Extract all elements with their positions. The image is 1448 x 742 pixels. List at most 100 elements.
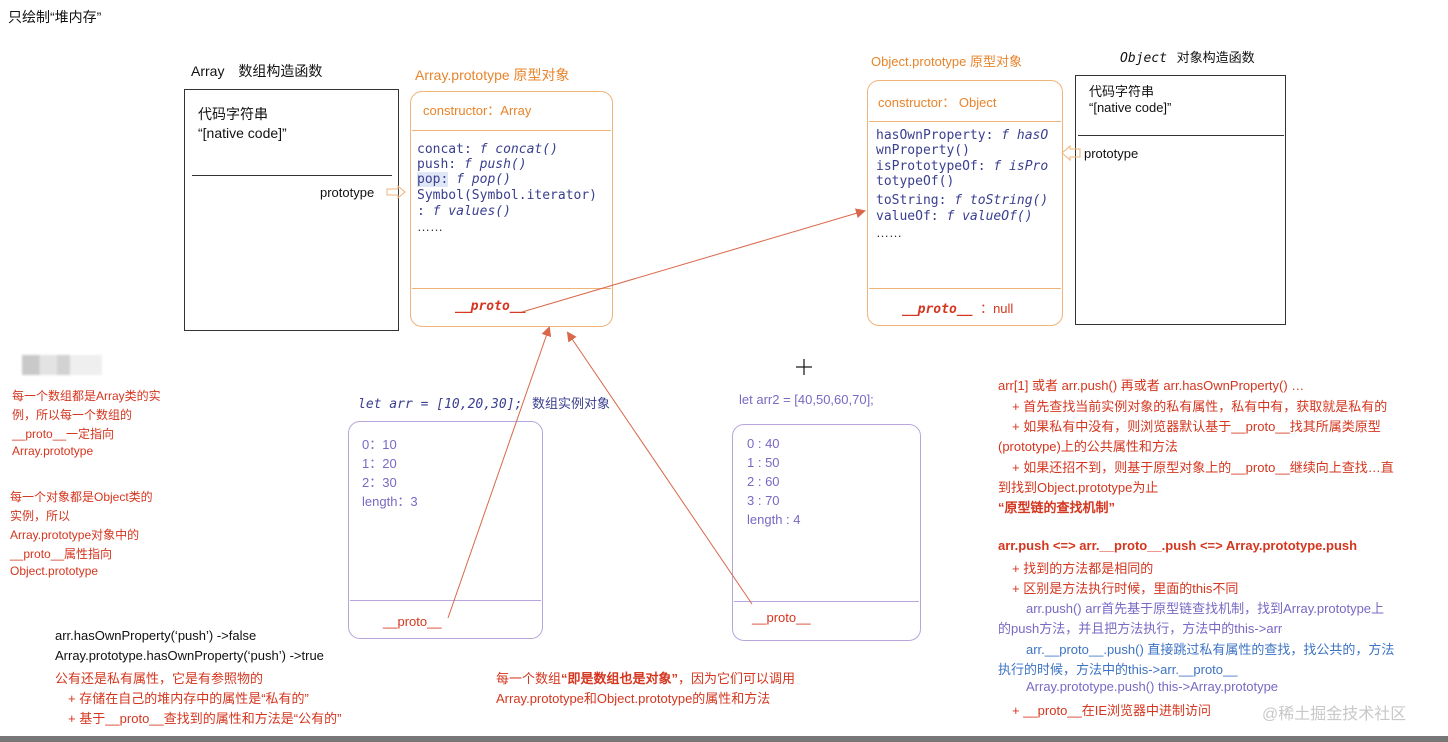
object-ctor-native-code: “[native code]” [1089, 100, 1172, 115]
arr1-entry-0: 0：10 [362, 437, 397, 452]
object-proto-method-valueof: valueOf: f valueOf() [876, 209, 1033, 225]
right-note-r12: 的push方法，并且把方法执行，方法中的this->arr [998, 621, 1283, 636]
object-proto-proto-row: __proto__ ：null [902, 298, 1013, 317]
array-proto-divider-top [412, 130, 611, 131]
object-proto-method-isproto: isPrototypeOf: f isPro [876, 159, 1048, 175]
right-note-r4: (prototype)上的公共属性和方法 [998, 439, 1178, 454]
object-proto-proto-value: ：null [980, 301, 1014, 316]
object-ctor-box [1075, 75, 1286, 325]
crosshair-cursor-icon [796, 359, 812, 375]
array-ctor-prototype-label: prototype [320, 185, 375, 200]
method-fn: f values() [424, 204, 511, 219]
right-note-r14: 执行的时候，方法中的this->arr.__proto__ [998, 662, 1238, 677]
method-fn: f isPro [985, 159, 1049, 174]
method-fn: f push() [456, 157, 527, 172]
object-proto-method-isproto-cont: totypeOf() [876, 174, 954, 190]
object-proto-ellipsis: …… [876, 225, 902, 240]
array-ctor-divider [192, 175, 392, 176]
right-note-r5: + 如果还招不到，则基于原型对象上的__proto__继续向上查找…直 [1012, 460, 1394, 475]
method-key: wnProperty() [876, 143, 970, 158]
arr2-box [732, 424, 921, 641]
right-note-r13: arr.__proto__.push() 直接跳过私有属性的查找，找公共的，方法 [1026, 642, 1395, 657]
left-note2-line5: Object.prototype [10, 564, 99, 578]
object-ctor-label-prefix: Object [1120, 51, 1167, 66]
arrow-arr1-to-array-proto [447, 326, 552, 619]
object-proto-proto-label: __proto__ [902, 302, 973, 317]
right-note-r9: + 找到的方法都是相同的 [1012, 561, 1154, 576]
right-note-r10: + 区别是方法执行时候，里面的this不同 [1012, 581, 1239, 596]
object-proto-title: Object.prototype 原型对象 [871, 54, 1022, 69]
arr1-decl-code: let arr = [10,20,30]; [358, 397, 523, 412]
method-key: : [417, 204, 425, 219]
page-title: 只绘制“堆内存” [8, 9, 102, 25]
method-key: concat: [417, 142, 472, 157]
right-note-r8: arr.push <=> arr.__proto__.push <=> Arra… [998, 538, 1358, 553]
right-note-r6: 到找到Object.prototype为止 [998, 480, 1159, 495]
method-key: totypeOf() [876, 174, 955, 189]
bottom-left-line4: + 存储在自己的堆内存中的属性是“私有的” [68, 691, 309, 706]
method-key: pop: [417, 172, 449, 187]
method-key: Symbol(Symbol.iterator) [417, 188, 598, 203]
bottom-left-line1: arr.hasOwnProperty(‘push’) ->false [55, 628, 257, 643]
method-fn: f concat() [471, 142, 558, 157]
method-key: valueOf: [876, 209, 939, 224]
method-fn: f hasO [993, 128, 1049, 143]
arr2-entry-2: 2 : 60 [747, 474, 780, 489]
bottom-center-post: ，因为它们可以调用 [678, 671, 796, 686]
object-ctor-prototype-label: prototype [1084, 146, 1139, 161]
arrow-arr2-to-array-proto [566, 331, 753, 605]
right-note-r7: “原型链的查找机制” [998, 500, 1116, 515]
arr2-declaration: let arr2 = [40,50,60,70]; [739, 392, 874, 407]
left-note1-line3: __proto__一定指向 [12, 427, 115, 441]
array-ctor-code-string: 代码字符串 [198, 106, 268, 122]
arr2-divider [734, 601, 919, 602]
arr1-proto-label: __proto__ [383, 614, 442, 629]
arr1-divider [350, 600, 541, 601]
object-proto-divider-bottom [869, 288, 1061, 289]
array-proto-title: Array.prototype 原型对象 [415, 67, 570, 83]
array-proto-ellipsis: …… [417, 219, 443, 234]
array-proto-method-symbol: Symbol(Symbol.iterator) [417, 188, 597, 204]
left-note1-line4: Array.prototype [12, 444, 94, 458]
left-note2-line2: 实例，所以 [10, 509, 71, 523]
bottom-left-line2: Array.prototype.hasOwnProperty(‘push’) -… [55, 648, 324, 663]
right-note-r16: + __proto__在IE浏览器中进制访问 [1012, 703, 1212, 718]
array-proto-method-push: push: f push() [417, 157, 527, 173]
arr2-entry-3: 3 : 70 [747, 493, 780, 508]
method-key: toString: [876, 193, 947, 208]
bottom-center-line1: 每一个数组“即是数组也是对象”，因为它们可以调用 [496, 668, 795, 687]
arr1-entry-1: 1：20 [362, 456, 397, 471]
left-note1-line1: 每一个数组都是Array类的实 [12, 389, 161, 403]
method-key: push: [417, 157, 457, 172]
arr1-entry-length: length：3 [362, 494, 418, 509]
method-key: isPrototypeOf: [876, 159, 986, 174]
object-proto-method-hasown-cont: wnProperty() [876, 143, 970, 159]
right-note-r2: + 首先查找当前实例对象的私有属性，私有中有，获取就是私有的 [1012, 399, 1388, 414]
array-ctor-label-suffix: 数组构造函数 [238, 63, 323, 79]
array-ctor-label-prefix: Array [191, 63, 225, 79]
blurred-avatar [22, 355, 102, 375]
arr2-entry-length: length : 4 [747, 512, 801, 527]
bottom-center-bold: “即是数组也是对象” [561, 671, 679, 686]
arr2-proto-label: __proto__ [752, 610, 811, 625]
right-note-r11: arr.push() arr首先基于原型链查找机制，找到Array.protot… [1026, 601, 1385, 616]
object-ctor-code-string: 代码字符串 [1089, 84, 1155, 99]
bottom-scrollbar[interactable] [0, 736, 1448, 742]
left-note1-line2: 例，所以每一个数组的 [12, 408, 133, 422]
bottom-center-line2: Array.prototype和Object.prototype的属性和方法 [496, 691, 771, 706]
object-ctor-label-suffix: 对象构造函数 [1176, 50, 1255, 65]
arr1-decl-note: 数组实例对象 [532, 396, 611, 411]
arr2-entry-0: 0 : 40 [747, 436, 780, 451]
arr1-entry-2: 2：30 [362, 475, 397, 490]
right-note-r3: + 如果私有中没有，则浏览器默认基于__proto__找其所属类原型 [1012, 419, 1381, 434]
right-note-r15: Array.prototype.push() this->Array.proto… [1026, 679, 1279, 694]
arr2-entry-1: 1 : 50 [747, 455, 780, 470]
watermark: @稀土掘金技术社区 [1262, 706, 1407, 723]
array-proto-method-concat: concat: f concat() [417, 142, 558, 158]
arrow-object-ctor-prototype [1061, 144, 1081, 162]
object-proto-box [867, 80, 1063, 326]
object-proto-divider-top [869, 121, 1061, 122]
array-proto-divider-bottom [412, 288, 611, 289]
object-ctor-label: Object 对象构造函数 [1120, 47, 1255, 66]
